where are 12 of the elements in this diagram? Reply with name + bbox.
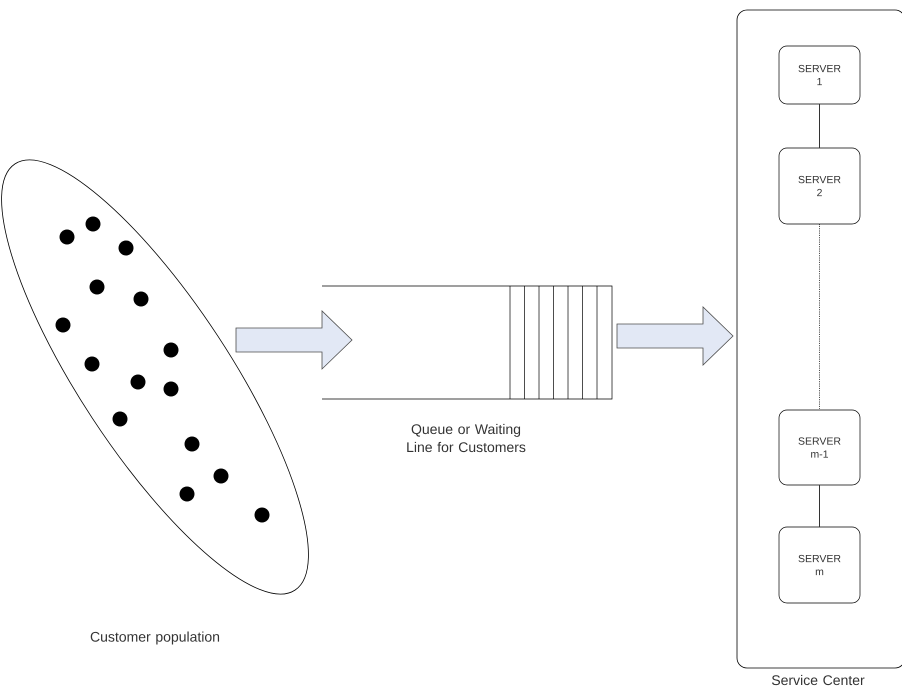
block-arrow xyxy=(236,310,353,370)
connector-line xyxy=(819,104,820,148)
caption-text: Service Center xyxy=(772,674,864,686)
server-box: SERVER m xyxy=(778,526,860,604)
connector-line xyxy=(819,224,820,410)
server-box: SERVER m-1 xyxy=(778,410,860,486)
server-box: SERVER 2 xyxy=(778,148,860,224)
connector-line xyxy=(819,484,820,528)
block-arrow xyxy=(616,306,734,366)
caption-text: Customer population xyxy=(90,631,220,645)
caption-text: Queue or Waiting Line for Customers xyxy=(407,424,526,452)
server-box: SERVER 1 xyxy=(778,46,860,104)
